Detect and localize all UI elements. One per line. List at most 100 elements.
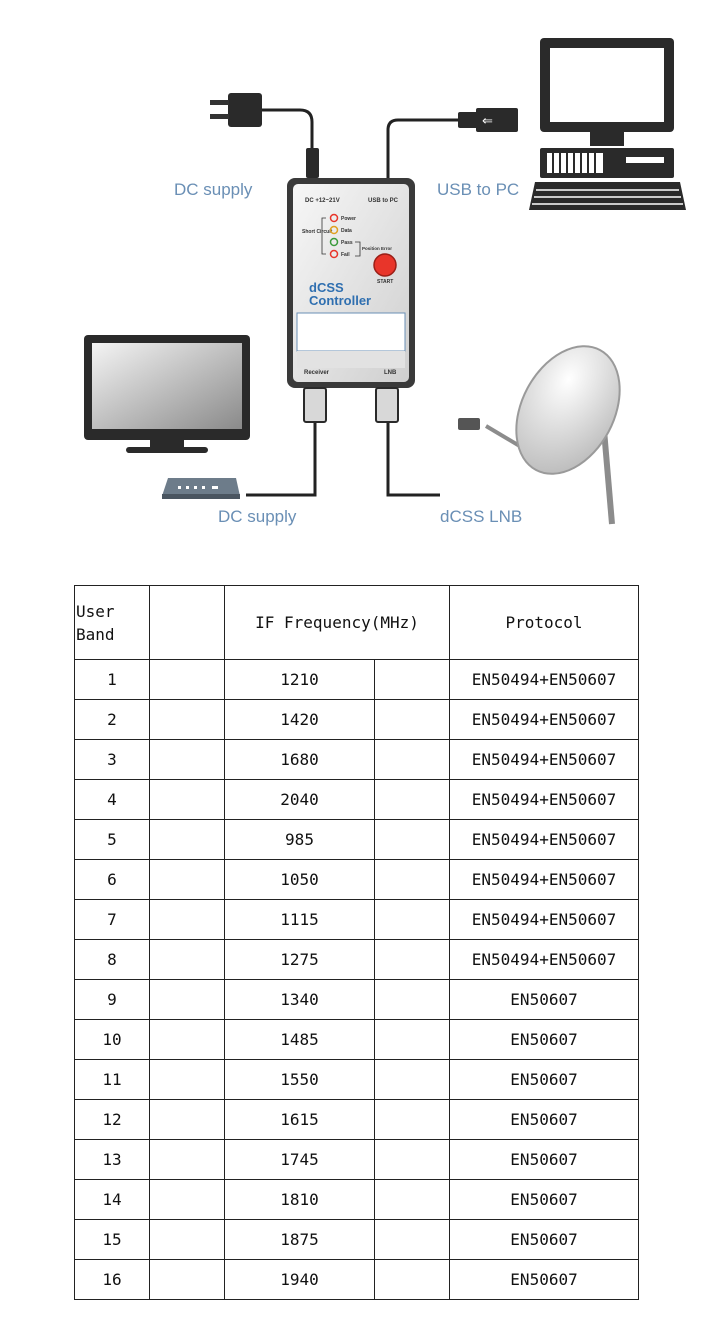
spacer-cell bbox=[373, 1059, 451, 1100]
protocol-cell: EN50494+EN50607 bbox=[449, 819, 640, 860]
spacer-cell bbox=[373, 979, 451, 1020]
usb-plug-icon: ⇐ bbox=[458, 108, 518, 132]
band-cell: 2 bbox=[74, 699, 150, 740]
svg-text:⇐: ⇐ bbox=[482, 114, 493, 129]
power-led-icon bbox=[329, 213, 339, 223]
frequency-cell: 1875 bbox=[224, 1219, 375, 1260]
band-cell: 11 bbox=[74, 1059, 150, 1100]
table-row: 15 1875 EN50607 bbox=[74, 1219, 640, 1260]
band-cell: 13 bbox=[74, 1139, 150, 1180]
table-row: 4 2040 EN50494+EN50607 bbox=[74, 779, 640, 820]
frequency-cell: 1420 bbox=[224, 699, 375, 740]
spacer-cell bbox=[373, 659, 451, 700]
band-cell: 4 bbox=[74, 779, 150, 820]
spacer-cell bbox=[149, 779, 225, 820]
table-row: 2 1420 EN50494+EN50607 bbox=[74, 699, 640, 740]
device-title-line2: Controller bbox=[309, 293, 371, 308]
protocol-cell: EN50607 bbox=[449, 1099, 640, 1140]
dcss-lnb-label: dCSS LNB bbox=[440, 507, 522, 526]
band-cell: 15 bbox=[74, 1219, 150, 1260]
band-cell: 3 bbox=[74, 739, 150, 780]
band-cell: 1 bbox=[74, 659, 150, 700]
frequency-cell: 1680 bbox=[224, 739, 375, 780]
header-empty bbox=[149, 585, 225, 660]
spacer-cell bbox=[373, 779, 451, 820]
protocol-cell: EN50494+EN50607 bbox=[449, 939, 640, 980]
protocol-cell: EN50494+EN50607 bbox=[449, 779, 640, 820]
band-cell: 8 bbox=[74, 939, 150, 980]
pass-led-icon bbox=[329, 237, 339, 247]
usb-to-pc-label: USB to PC bbox=[437, 180, 519, 199]
led-pass-label: Pass bbox=[341, 240, 353, 246]
short-circuit-label: Short Circuit bbox=[302, 229, 333, 235]
television-icon bbox=[84, 335, 250, 453]
frequency-cell: 1940 bbox=[224, 1259, 375, 1300]
voltage-label: DC +12~21V bbox=[305, 198, 340, 204]
spacer-cell bbox=[149, 899, 225, 940]
band-cell: 10 bbox=[74, 1019, 150, 1060]
spacer-cell bbox=[149, 1059, 225, 1100]
spacer-cell bbox=[373, 1179, 451, 1220]
desktop-pc-icon bbox=[529, 38, 686, 210]
spacer-cell bbox=[373, 939, 451, 980]
start-button-icon bbox=[373, 253, 397, 277]
port-receiver-label: Receiver bbox=[304, 370, 330, 376]
protocol-cell: EN50607 bbox=[449, 979, 640, 1020]
protocol-cell: EN50494+EN50607 bbox=[449, 659, 640, 700]
table-row: 8 1275 EN50494+EN50607 bbox=[74, 939, 640, 980]
protocol-cell: EN50607 bbox=[449, 1139, 640, 1180]
port-lnb-label: LNB bbox=[384, 370, 397, 376]
protocol-cell: EN50494+EN50607 bbox=[449, 859, 640, 900]
band-cell: 6 bbox=[74, 859, 150, 900]
protocol-cell: EN50607 bbox=[449, 1179, 640, 1220]
spacer-cell bbox=[373, 699, 451, 740]
spacer-cell bbox=[373, 1219, 451, 1260]
spacer-cell bbox=[149, 819, 225, 860]
cables bbox=[246, 108, 460, 497]
table-row: 3 1680 EN50494+EN50607 bbox=[74, 739, 640, 780]
led-power-label: Power bbox=[341, 216, 356, 222]
band-cell: 7 bbox=[74, 899, 150, 940]
lnb-port-icon bbox=[375, 387, 399, 423]
fail-led-icon bbox=[329, 249, 339, 259]
protocol-cell: EN50607 bbox=[449, 1219, 640, 1260]
data-led-icon bbox=[329, 225, 339, 235]
spacer-cell bbox=[373, 1019, 451, 1060]
header-protocol: Protocol bbox=[449, 585, 640, 660]
device-usb-label: USB to PC bbox=[368, 198, 399, 204]
protocol-cell: EN50494+EN50607 bbox=[449, 899, 640, 940]
connection-diagram: ⇐ bbox=[84, 38, 686, 526]
frequency-cell: 1485 bbox=[224, 1019, 375, 1060]
frequency-cell: 2040 bbox=[224, 779, 375, 820]
dc-supply-bottom-label: DC supply bbox=[218, 507, 297, 526]
table-header-row: User Band IF Frequency(MHz) Protocol bbox=[74, 585, 640, 660]
header-user-band: User Band bbox=[74, 585, 150, 660]
protocol-cell: EN50494+EN50607 bbox=[449, 699, 640, 740]
protocol-cell: EN50494+EN50607 bbox=[449, 739, 640, 780]
band-cell: 5 bbox=[74, 819, 150, 860]
spacer-cell bbox=[149, 939, 225, 980]
spacer-cell bbox=[149, 1019, 225, 1060]
spacer-cell bbox=[149, 1179, 225, 1220]
spacer-cell bbox=[149, 739, 225, 780]
frequency-cell: 1275 bbox=[224, 939, 375, 980]
frequency-cell: 1615 bbox=[224, 1099, 375, 1140]
led-data-label: Data bbox=[341, 228, 352, 234]
frequency-cell: 1550 bbox=[224, 1059, 375, 1100]
band-cell: 14 bbox=[74, 1179, 150, 1220]
spacer-cell bbox=[373, 899, 451, 940]
start-label: START bbox=[377, 279, 393, 285]
frequency-cell: 1810 bbox=[224, 1179, 375, 1220]
protocol-cell: EN50607 bbox=[449, 1019, 640, 1060]
spacer-cell bbox=[149, 1099, 225, 1140]
spacer-cell bbox=[373, 739, 451, 780]
protocol-cell: EN50607 bbox=[449, 1059, 640, 1100]
band-cell: 9 bbox=[74, 979, 150, 1020]
